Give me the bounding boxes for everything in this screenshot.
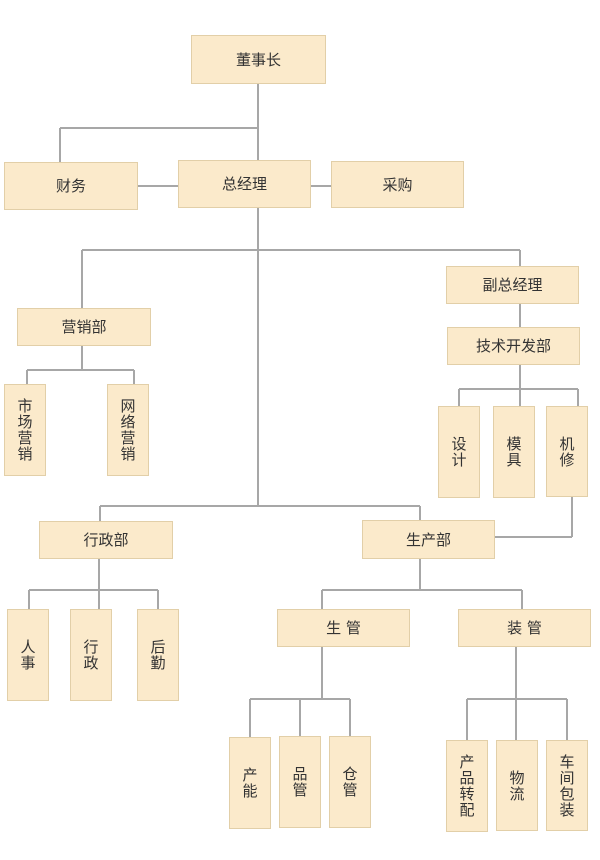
node-label: 生 管: [326, 619, 361, 637]
node-label: 机修: [559, 434, 575, 469]
node-market-sales: 市场营销: [4, 384, 46, 476]
node-label: 装 管: [507, 619, 542, 637]
node-workshop-packaging: 车间包装: [546, 740, 588, 831]
node-label: 产品转配: [459, 753, 475, 819]
node-design: 设计: [438, 406, 480, 498]
node-mold: 模具: [493, 406, 535, 498]
node-label: 总经理: [221, 175, 267, 193]
node-label: 车间包装: [559, 752, 575, 819]
node-label: 模具: [506, 435, 522, 469]
node-label: 产能: [242, 766, 258, 800]
node-label: 董事长: [235, 50, 281, 69]
node-label: 品管: [292, 765, 308, 799]
node-label: 营销部: [61, 318, 107, 336]
node-general-manager: 总经理: [178, 160, 311, 208]
node-tech-dev: 技术开发部: [447, 327, 580, 365]
node-label: 技术开发部: [475, 337, 551, 355]
node-capacity: 产能: [229, 737, 271, 829]
node-admin: 行政部: [39, 521, 173, 559]
node-product-transfer: 产品转配: [446, 740, 488, 832]
node-label: 副总经理: [482, 276, 543, 294]
node-purchasing: 采购: [331, 161, 464, 208]
node-marketing: 营销部: [17, 308, 151, 346]
node-deputy-gm: 副总经理: [446, 266, 579, 304]
node-online-sales: 网络营销: [107, 384, 149, 476]
node-label: 物流: [509, 768, 525, 803]
node-production: 生产部: [362, 520, 495, 559]
node-production-control: 生 管: [277, 609, 410, 647]
node-assembly-control: 装 管: [458, 609, 591, 647]
node-warehouse: 仓管: [329, 736, 371, 828]
node-finance: 财务: [4, 162, 138, 210]
node-chairman: 董事长: [191, 35, 326, 84]
node-label: 后勤: [150, 638, 166, 672]
node-label: 仓管: [342, 765, 358, 799]
node-label: 行政部: [83, 531, 129, 549]
node-logistics: 物流: [496, 740, 538, 831]
node-hr: 人事: [7, 609, 49, 701]
node-label: 人事: [20, 638, 36, 672]
node-label: 生产部: [405, 530, 451, 549]
node-label: 采购: [382, 175, 413, 194]
node-label: 行政: [83, 638, 99, 672]
node-administration: 行政: [70, 609, 112, 701]
node-quality: 品管: [279, 736, 321, 828]
node-maintenance: 机修: [546, 406, 588, 497]
node-label: 市场营销: [17, 397, 33, 463]
node-label: 网络营销: [120, 397, 136, 463]
node-label: 设计: [451, 435, 467, 469]
node-label: 财务: [55, 177, 86, 195]
node-logistics-support: 后勤: [137, 609, 179, 701]
